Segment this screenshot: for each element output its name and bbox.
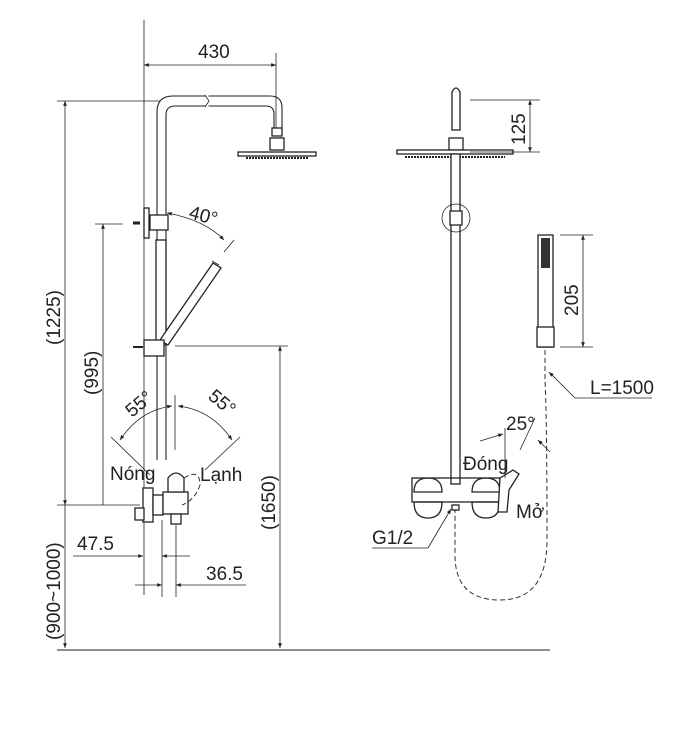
front-view: 125 205 L=1500 25° Đóng Mở G1/2 bbox=[372, 87, 654, 601]
riser-pipe bbox=[156, 95, 283, 460]
cold-label: Lạnh bbox=[200, 465, 242, 486]
inlet-label: G1/2 bbox=[372, 528, 413, 549]
shower-head-side bbox=[237, 127, 317, 159]
angle-hot-label: 55° bbox=[122, 387, 158, 422]
closed-label: Đóng bbox=[463, 454, 508, 475]
dim-430-label: 430 bbox=[198, 42, 230, 63]
riser-front bbox=[450, 153, 461, 485]
hand-shower-front bbox=[536, 234, 555, 348]
diverter-lever bbox=[497, 469, 520, 513]
dim-1225-label: (1225) bbox=[44, 290, 65, 345]
lower-bracket bbox=[133, 339, 165, 357]
angle-cold-label: 55° bbox=[204, 386, 240, 421]
upper-bracket bbox=[133, 207, 169, 239]
dim-36-5-label: 36.5 bbox=[206, 564, 243, 585]
hose-length-label: L=1500 bbox=[590, 378, 654, 399]
angle-25-label: 25° bbox=[506, 414, 535, 435]
slide-bar bbox=[155, 239, 167, 346]
hose bbox=[454, 350, 548, 601]
hand-shower-side bbox=[159, 260, 222, 346]
dim-1650-label: (1650) bbox=[259, 475, 280, 530]
top-cap bbox=[451, 87, 461, 131]
angle-40-label: 40° bbox=[187, 203, 220, 231]
mixer-side bbox=[134, 472, 201, 525]
mixer-front bbox=[411, 469, 520, 519]
dim-47-5-label: 47.5 bbox=[77, 534, 114, 555]
hot-label: Nóng bbox=[110, 464, 155, 485]
open-label: Mở bbox=[516, 502, 544, 523]
dim-125-label: 125 bbox=[509, 113, 530, 145]
dim-205-label: 205 bbox=[562, 284, 583, 316]
dim-995-label: (995) bbox=[82, 351, 103, 395]
dim-900-1000-label: (900~1000) bbox=[44, 542, 65, 640]
side-view: 430 (1225) (995) 40° (1650) bbox=[44, 20, 317, 648]
dim-430: 430 bbox=[144, 42, 277, 128]
wall-bracket bbox=[441, 203, 471, 233]
